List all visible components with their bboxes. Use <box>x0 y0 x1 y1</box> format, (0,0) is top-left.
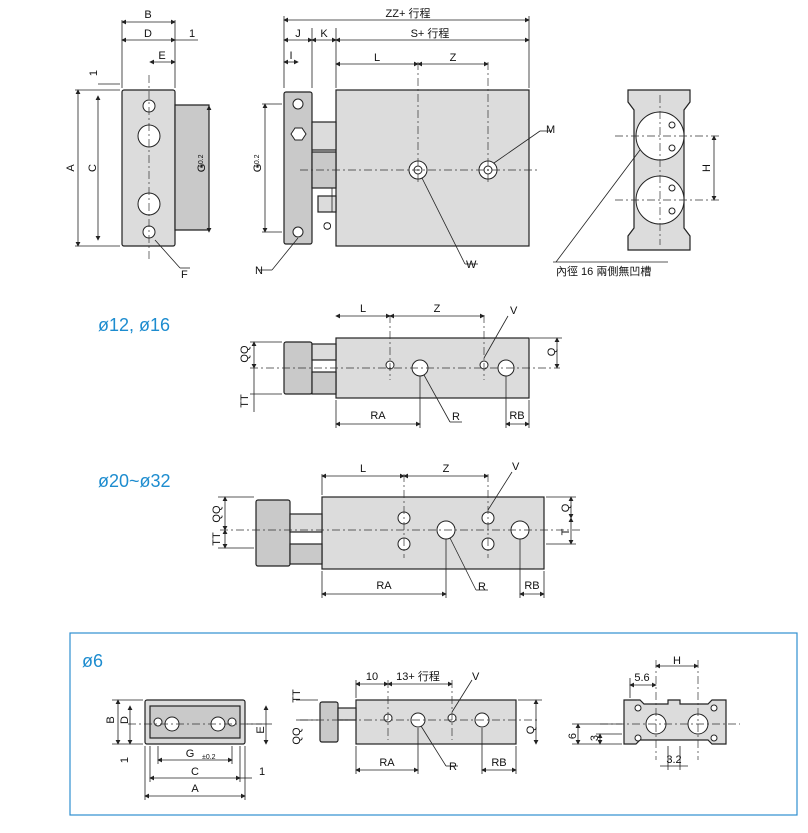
dim-G-tol-6: ±0.2 <box>202 754 216 761</box>
dim-RB-6: RB <box>491 757 506 769</box>
label-R-6: R <box>449 761 457 773</box>
dim-Z: Z <box>450 52 457 64</box>
dim-G: G <box>196 164 208 173</box>
dim-TT-20: TT <box>211 532 223 546</box>
dim-C-6: C <box>191 766 199 778</box>
dim-1-right-6: 1 <box>259 766 265 778</box>
dim-RB-12: RB <box>509 410 524 422</box>
dim-A: A <box>65 164 77 172</box>
top-end-view: H 內徑 16 兩側無凹槽 <box>553 89 720 278</box>
dim-D: D <box>144 28 152 40</box>
label-M: M <box>546 124 555 136</box>
dim-A-6: A <box>191 783 199 795</box>
front6-body <box>355 699 517 745</box>
plate-hole-top <box>292 98 304 110</box>
dim-TT-6: TT <box>291 689 303 703</box>
dim-L-12: L <box>360 303 366 315</box>
label-V-6: V <box>472 671 480 683</box>
view-6-side: B D 1 E G ±0.2 C 1 A <box>105 699 272 800</box>
section-header-12-16: ø12, ø16 <box>98 315 170 335</box>
top-side-view: B D 1 E A C 1 G F <box>65 9 212 281</box>
end-note: 內徑 16 兩側無凹槽 <box>556 264 651 278</box>
plate-hole-bottom <box>292 226 304 238</box>
dim-T-20: T <box>560 528 572 535</box>
dim-G-tol-front: ±0.2 <box>254 154 261 168</box>
label-R-12: R <box>452 411 460 423</box>
dim-5-6: 5.6 <box>634 672 649 684</box>
dim-J: J <box>295 28 301 40</box>
label-W: W <box>466 259 477 271</box>
dim-B: B <box>144 9 151 21</box>
dim-RB-20: RB <box>524 580 539 592</box>
dim-L-20: L <box>360 463 366 475</box>
label-F: F <box>181 269 188 281</box>
top-front-view: ZZ+ 行程 J K S+ 行程 I L Z G O M W N <box>252 7 555 277</box>
dim-G-tol-side: ±0.2 <box>198 154 205 168</box>
dim-O: O <box>322 221 334 230</box>
front-rod <box>311 121 337 151</box>
front-rod-lower <box>317 195 337 213</box>
dim-Z-12: Z <box>434 303 441 315</box>
plate-hex <box>290 127 307 141</box>
dim-10-6: 10 <box>366 671 378 683</box>
dim-K: K <box>320 28 328 40</box>
dim-Q-20: Q <box>560 503 572 512</box>
view-6-end: H 5.6 6 3 3.2 <box>567 655 740 770</box>
mini-bore-frame <box>69 632 798 816</box>
dim-6-6: 6 <box>567 733 579 739</box>
front-cylinder-body <box>335 89 530 247</box>
front6-plate <box>319 701 339 743</box>
label-V-12: V <box>510 305 518 317</box>
dim-RA-20: RA <box>376 580 392 592</box>
dim-S: S+ 行程 <box>411 27 450 40</box>
dim-Q-6: Q <box>525 725 537 734</box>
dim-Z-20: Z <box>443 463 450 475</box>
dim-D-6: D <box>119 716 131 724</box>
dim-1-top: 1 <box>189 28 195 40</box>
dim-H: H <box>701 164 713 172</box>
front-end-plate <box>283 91 313 245</box>
dim-1-left-6: 1 <box>119 757 131 763</box>
dim-1-left: 1 <box>88 70 100 76</box>
dim-RA-6: RA <box>379 757 395 769</box>
label-N: N <box>255 265 263 277</box>
dim-G-front: G <box>252 164 264 173</box>
dim-E: E <box>158 50 165 62</box>
dim-ZZ: ZZ+ 行程 <box>386 7 431 20</box>
label-R-20: R <box>478 581 486 593</box>
dim-E-6: E <box>255 726 267 733</box>
dim-Q-12: Q <box>546 347 558 356</box>
body-20-32 <box>321 496 545 570</box>
dim-B-6: B <box>105 716 117 723</box>
dim-G-6: G <box>186 748 195 760</box>
dim-3-6: 3 <box>589 735 601 741</box>
section-header-20-32: ø20~ø32 <box>98 471 171 491</box>
side-body <box>121 89 176 247</box>
plate-20-32 <box>255 499 291 567</box>
section-header-6: ø6 <box>82 651 103 671</box>
dim-L: L <box>374 52 380 64</box>
view-6-front: 10 13+ 行程 V TT QQ Q RA R RB <box>291 670 542 774</box>
view-20-32: L Z V QQ TT Q T RA R RB <box>211 461 580 598</box>
view-12-16: L Z V QQ TT Q RA R RB <box>239 303 562 428</box>
dim-stroke-6: 13+ 行程 <box>396 670 440 683</box>
dim-RA-12: RA <box>370 410 386 422</box>
dim-QQ-6: QQ <box>291 727 303 745</box>
dim-QQ-20: QQ <box>211 505 223 523</box>
dim-3-2-6: 3.2 <box>666 754 681 766</box>
dim-I: I <box>289 50 292 62</box>
dim-TT-12: TT <box>239 394 251 408</box>
dim-QQ-12: QQ <box>239 345 251 363</box>
label-V-20: V <box>512 461 520 473</box>
dim-C: C <box>87 164 99 172</box>
dim-H-6: H <box>673 655 681 667</box>
